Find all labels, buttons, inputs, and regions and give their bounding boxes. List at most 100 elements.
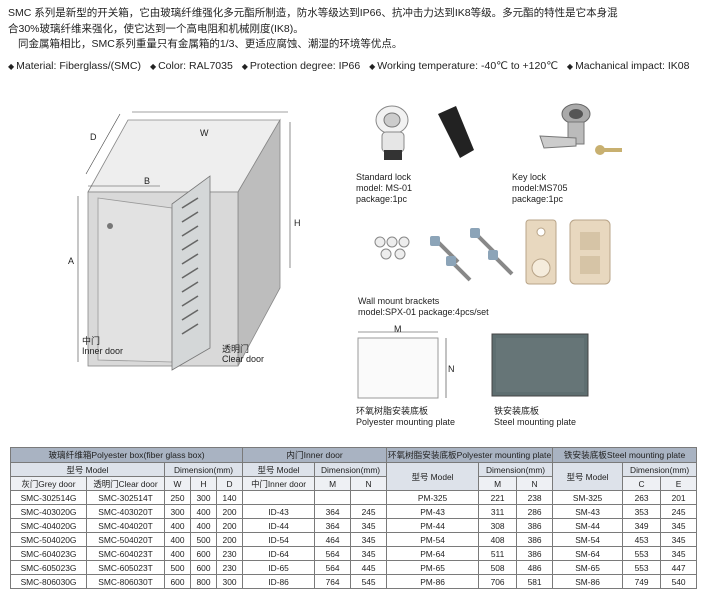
cell-d: 200 (215, 504, 244, 519)
cell-inner-n (350, 490, 388, 505)
spec-temperature: ◆Working temperature: -40℃ to +120℃ (369, 59, 558, 72)
subheader-grey-door: 灰门Grey door (10, 476, 87, 491)
cell-steel-c: 749 (622, 574, 662, 589)
cell-h: 800 (190, 574, 217, 589)
cell-grey-door: SMC-403020G (10, 504, 87, 519)
cell-poly-model: PM-65 (386, 560, 480, 575)
cell-steel-model: SM-325 (552, 490, 624, 505)
cell-poly-model: PM-44 (386, 518, 480, 533)
cell-steel-e: 245 (660, 504, 698, 519)
cell-poly-model: PM-64 (386, 546, 480, 561)
cell-inner-m: 364 (314, 518, 352, 533)
cell-poly-n: 486 (516, 560, 554, 575)
spec-material: ◆Material: Fiberglass/(SMC) (8, 59, 142, 72)
header-poly-dimension: Dimension(mm) (478, 462, 554, 477)
header-inner-dimension: Dimension(mm) (314, 462, 388, 477)
cell-steel-c: 553 (622, 560, 662, 575)
subheader-steel-c: C (622, 476, 662, 491)
subheader-poly-n: N (516, 476, 554, 491)
table-row: SMC-504020G SMC-504020T 400 500 200 ID-5… (10, 532, 698, 547)
intro-line-3: 同金属箱相比，SMC系列重量只有金属箱的1/3、更适应腐蚀、潮湿的环境等优点。 (18, 38, 403, 50)
subheader-clear-door: 透明门Clear door (86, 476, 165, 491)
dim-label-a: A (68, 256, 75, 266)
cell-inner-n: 245 (350, 504, 388, 519)
specifications-table: 玻璃纤维箱Polyester box(fiber glass box) 内门In… (9, 447, 698, 589)
dimension-lines (77, 111, 291, 362)
table-group-header-row: 玻璃纤维箱Polyester box(fiber glass box) 内门In… (9, 447, 698, 463)
cell-steel-model: SM-64 (552, 546, 624, 561)
key-lock-caption: Key lock model:MS705 package:1pc (512, 172, 568, 204)
cell-d: 200 (215, 518, 244, 533)
dim-label-h: H (294, 218, 301, 228)
cell-steel-e: 540 (660, 574, 698, 589)
table-header-row: 型号 Model Dimension(mm) 型号 Model Dimensio… (10, 462, 698, 491)
cell-inner-n: 345 (350, 518, 388, 533)
cell-steel-model: SM-44 (552, 518, 624, 533)
cell-grey-door: SMC-605023G (10, 560, 87, 575)
plate-dim-n: N (448, 364, 455, 374)
spec-impact: ◆Machanical impact: IK08 (566, 59, 690, 72)
table-row: SMC-302514G SMC-302514T 250 300 140 PM-3… (10, 490, 698, 505)
cell-inner-m (314, 490, 352, 505)
group-inner-door: 内门Inner door (242, 447, 388, 463)
intro-text: SMC 系列是新型的开关箱，它由玻璃纤维强化多元酯所制造，防水等级达到IP66、… (8, 6, 708, 74)
door-lock-icon (107, 223, 113, 229)
cell-d: 140 (215, 490, 244, 505)
clear-door-slats (181, 197, 199, 335)
cell-h: 600 (190, 560, 217, 575)
spec-list: ◆Material: Fiberglass/(SMC) ◆Color: RAL7… (8, 59, 708, 75)
cell-steel-c: 349 (622, 518, 662, 533)
cell-d: 200 (215, 532, 244, 547)
cell-clear-door: SMC-604023T (86, 546, 165, 561)
subheader-w: W (164, 476, 191, 491)
cell-poly-model: PM-86 (386, 574, 480, 589)
cell-h: 500 (190, 532, 217, 547)
cell-inner-door: ID-65 (242, 560, 316, 575)
subheader-inner-n: N (350, 476, 388, 491)
diamond-bullet-icon: ◆ (8, 61, 15, 71)
cell-steel-e: 345 (660, 518, 698, 533)
cell-inner-m: 564 (314, 560, 352, 575)
cell-w: 600 (164, 574, 191, 589)
cell-d: 230 (215, 546, 244, 561)
cell-inner-door: ID-86 (242, 574, 316, 589)
spec-color: ◆Color: RAL7035 (149, 59, 233, 72)
cell-grey-door: SMC-806030G (10, 574, 87, 589)
cell-w: 300 (164, 504, 191, 519)
cell-steel-e: 447 (660, 560, 698, 575)
diamond-bullet-icon: ◆ (566, 61, 574, 71)
dim-label-w: W (200, 128, 209, 138)
subheader-poly-m: M (478, 476, 518, 491)
key-lock-image (520, 96, 630, 170)
table-row: SMC-605023G SMC-605023T 500 600 230 ID-6… (10, 560, 698, 575)
cell-grey-door: SMC-504020G (10, 532, 87, 547)
cell-inner-n: 445 (350, 560, 388, 575)
header-poly-model: 型号 Model (386, 462, 480, 491)
inner-door-panel (97, 197, 173, 363)
cell-poly-m: 311 (478, 504, 518, 519)
cell-inner-n: 345 (350, 546, 388, 561)
diamond-bullet-icon: ◆ (149, 61, 157, 71)
subheader-inner-door: 中门Inner door (242, 476, 316, 491)
cell-poly-m: 511 (478, 546, 518, 561)
enclosure-drawing (77, 111, 291, 371)
cell-inner-door (242, 490, 316, 505)
standard-lock-caption: Standard lock model: MS-01 package:1pc (356, 172, 413, 204)
subheader-d: D (215, 476, 244, 491)
cell-w: 250 (164, 490, 191, 505)
cell-steel-e: 345 (660, 532, 698, 547)
cell-inner-door: ID-54 (242, 532, 316, 547)
cell-inner-door: ID-44 (242, 518, 316, 533)
subheader-inner-m: M (314, 476, 352, 491)
subheader-steel-e: E (660, 476, 698, 491)
cell-steel-model: SM-65 (552, 560, 624, 575)
cell-steel-c: 553 (622, 546, 662, 561)
cell-steel-e: 345 (660, 546, 698, 561)
cell-inner-door: ID-64 (242, 546, 316, 561)
dim-label-b: B (144, 176, 151, 186)
cell-poly-m: 706 (478, 574, 518, 589)
group-steel-plate: 铁安装底板Steel mounting plate (552, 447, 698, 463)
cell-poly-n: 238 (516, 490, 554, 505)
cell-grey-door: SMC-604023G (10, 546, 87, 561)
group-polyester-plate: 环氧树脂安装底板Polyester mounting plate (386, 447, 554, 463)
